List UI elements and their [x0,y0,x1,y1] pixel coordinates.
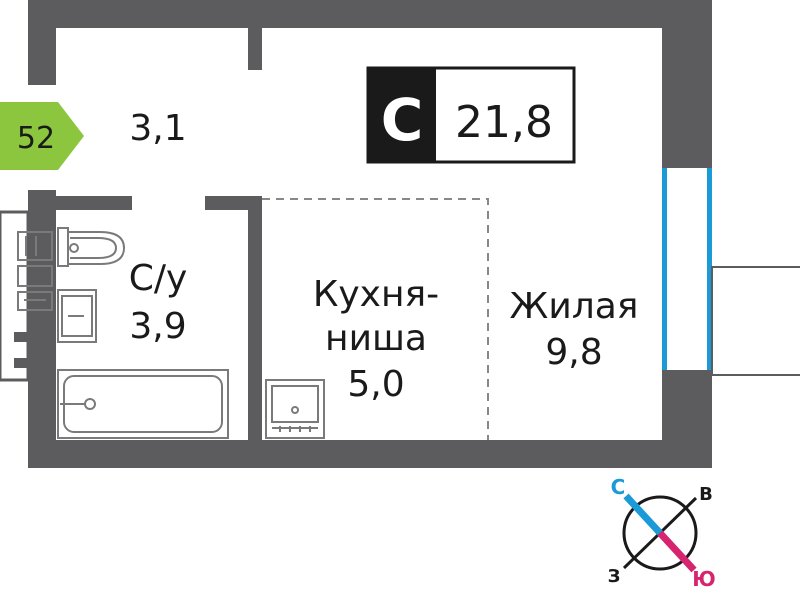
kitchen-sink-icon [265,379,325,439]
compass-west-label: З [608,566,621,587]
compass-north-label: С [611,475,626,499]
wall-top [28,0,664,28]
bathroom-fixtures [17,227,229,439]
compass-east-label: В [699,484,713,505]
bathroom-area: 3,9 [129,306,186,347]
bathtub-icon [57,369,229,439]
shaft [0,210,42,382]
wall-bath-kitchen [248,196,262,446]
total-area: 21,8 [455,97,553,148]
compass-south-label: Ю [692,567,715,589]
compass-south-needle [657,530,697,573]
compass-north-needle [623,493,663,536]
window [662,168,712,370]
living-name: Жилая [510,286,639,327]
sink-icon [57,289,97,343]
toilet-icon [57,227,126,267]
wall-right-lower [662,370,712,468]
shaft-bar-2 [14,358,42,368]
shelf-icon [17,231,53,311]
balcony-outline [711,266,800,376]
living-area: 9,8 [545,332,602,373]
area-label-box: С 21,8 [366,66,576,164]
shaft-outline [0,210,30,382]
compass: С В З Ю [608,475,716,589]
window-pane-outer [707,168,712,370]
wall-bottom [28,440,664,468]
wall-bath-top-right [205,196,262,210]
window-pane-inner [662,168,667,370]
kitchen-area: 5,0 [347,364,404,405]
wall-right-upper [662,0,712,168]
hall-area: 3,1 [129,108,186,149]
wall-left-upper [28,0,56,85]
apartment-type: С [381,86,424,154]
kitchen-niche-boundary [262,198,489,440]
kitchen-name-line2: ниша [325,318,427,359]
shaft-bar-1 [14,332,42,342]
apartment-number: 52 [17,121,55,156]
wall-stub-top [248,28,262,70]
window-opening [664,168,710,370]
bathroom-name: С/у [129,258,188,299]
apartment-number-badge: 52 [0,102,84,170]
kitchen-name-line1: Кухня- [313,274,439,315]
wall-bath-top-left [28,196,132,210]
